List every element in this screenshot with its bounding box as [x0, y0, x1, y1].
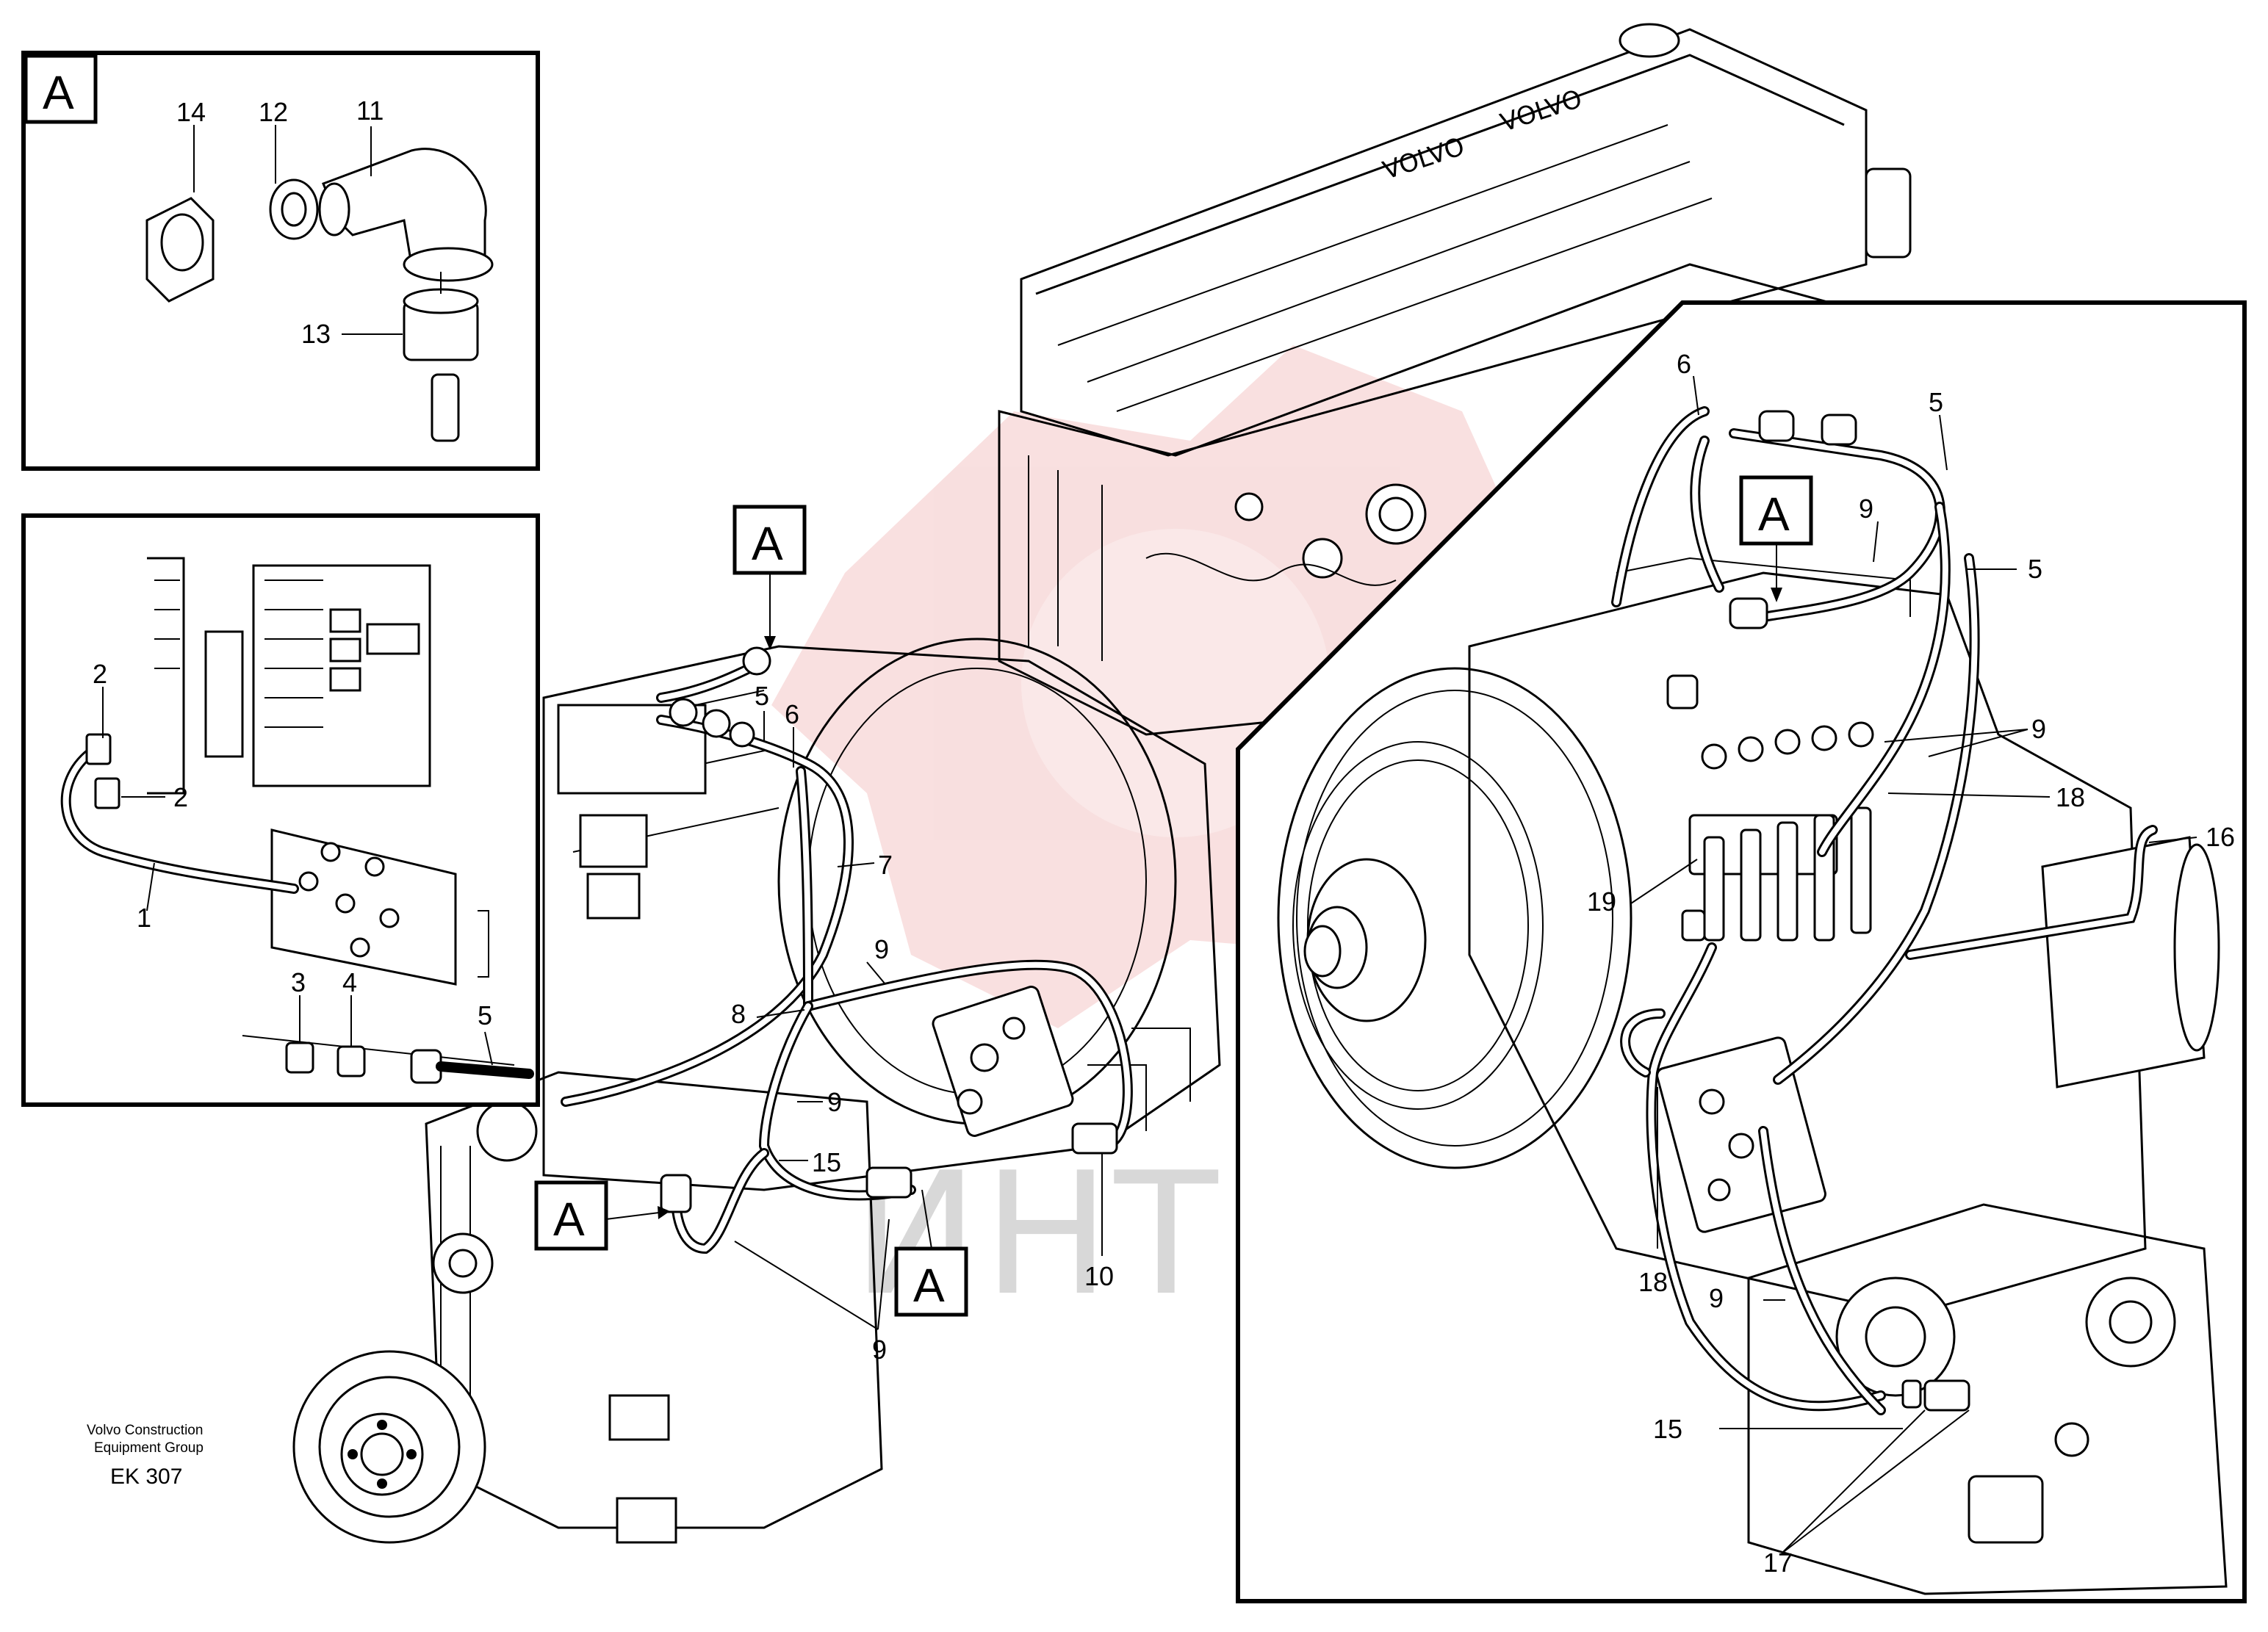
main-callout-6: 6 [785, 699, 799, 729]
inset-tag-a-box [1739, 475, 1813, 546]
callout-11: 11 [356, 95, 384, 126]
main-callout-9-mid: 9 [827, 1087, 842, 1117]
main-tag-a-top: A [752, 517, 783, 570]
inset-callout-16: 16 [2206, 822, 2235, 852]
main-tag-a-top-box [732, 505, 807, 575]
inset-panel: A 6 5 9 5 9 18 16 19 18 9 15 17 [1236, 300, 2247, 1603]
caption-line-1: Volvo Construction [87, 1423, 203, 1438]
detail-a-panel: A 14 12 11 13 [21, 51, 540, 471]
main-tag-a-left-box [534, 1180, 608, 1251]
callout-12: 12 [259, 97, 288, 127]
main-hoses [561, 646, 1133, 1254]
main-callout-15: 15 [812, 1147, 841, 1177]
callout-2-upper: 2 [93, 659, 107, 689]
caption-line-2: Equipment Group [94, 1440, 204, 1456]
main-tag-a-bottom: A [913, 1259, 945, 1312]
inset-callout-6: 6 [1677, 349, 1691, 379]
main-view-annotations: A A A 5 6 7 9 8 9 15 10 9 [534, 505, 1114, 1365]
main-callout-10: 10 [1084, 1261, 1114, 1291]
solenoid-block [1681, 721, 1874, 942]
inset-frame [1236, 300, 2247, 1603]
inset-callout-17: 17 [1763, 1548, 1793, 1578]
main-callout-7: 7 [878, 850, 893, 880]
callout-2-lower: 2 [173, 782, 188, 812]
inset-callout-9-top: 9 [1859, 494, 1873, 524]
callout-4: 4 [342, 967, 357, 997]
inset-callout-15: 15 [1653, 1414, 1682, 1444]
detail-a-tag-box [24, 54, 98, 124]
engine-assembly-drawing: VOLVO VOLVO [292, 23, 1912, 1544]
callout-1: 1 [137, 903, 151, 933]
main-callout-9-top: 9 [874, 934, 889, 964]
inset-callout-5-right: 5 [2028, 554, 2042, 584]
inset-callout-9-right: 9 [2031, 714, 2046, 744]
callout-3: 3 [291, 967, 306, 997]
callout-13: 13 [301, 319, 331, 349]
inset-callout-18-bottom: 18 [1638, 1267, 1668, 1297]
wiring-detail-panel: 2 2 1 3 4 5 [21, 513, 540, 1107]
main-callout-5: 5 [755, 681, 769, 711]
main-callout-8: 8 [731, 999, 746, 1029]
detail-a-tag: A [43, 66, 74, 119]
main-tag-a-left: A [553, 1193, 585, 1246]
caption-code: EK 307 [110, 1465, 182, 1489]
inset-callout-9-bottom: 9 [1709, 1283, 1724, 1313]
callout-14: 14 [176, 97, 206, 127]
caption-block: Volvo Construction Equipment Group EK 30… [87, 1423, 204, 1489]
inset-callout-5-top: 5 [1929, 387, 1943, 417]
callout-5-wiring: 5 [478, 1000, 492, 1030]
inset-callout-19: 19 [1587, 887, 1616, 917]
volvo-engraving-2: VOLVO [1497, 84, 1585, 138]
main-callout-9-bottom: 9 [872, 1335, 887, 1365]
inset-callout-18-top: 18 [2056, 782, 2085, 812]
inset-tag-a: A [1758, 488, 1790, 541]
